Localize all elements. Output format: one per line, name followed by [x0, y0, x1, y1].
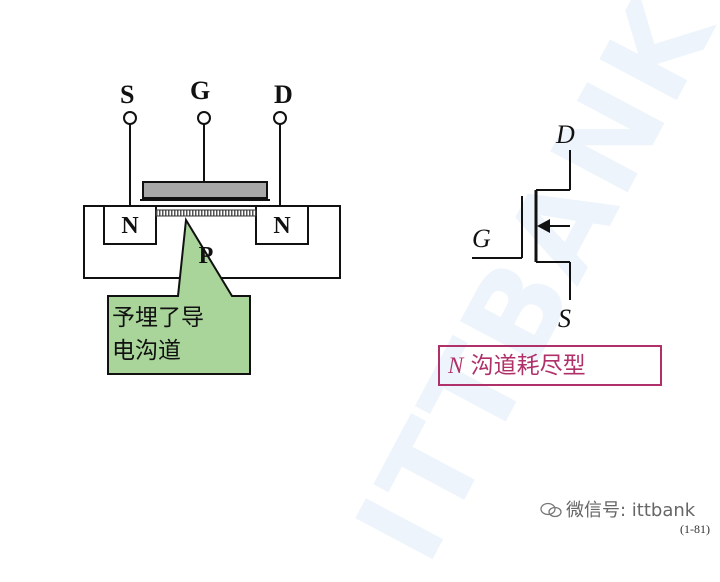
wechat-id: 微信号: ittbank [540, 496, 695, 522]
wechat-id-text: 微信号: ittbank [566, 500, 696, 521]
n-region-right-label: N [273, 213, 291, 239]
embedded-channel [155, 209, 257, 217]
symbol-gate-label: G [472, 224, 491, 253]
depletion-nmos-symbol [472, 150, 571, 300]
gate-terminal [197, 111, 211, 125]
type-label-n: N [448, 353, 464, 378]
wechat-icon [540, 502, 562, 518]
callout-line-1: 予埋了导 [112, 305, 204, 331]
gate-label: G [190, 76, 211, 105]
type-label-box: N 沟道耗尽型 [438, 345, 662, 386]
callout-text: 予埋了导 电沟道 [112, 302, 252, 368]
symbol-source-label: S [558, 304, 571, 333]
n-region-left-box [103, 205, 157, 245]
n-region-left-label: N [121, 213, 139, 239]
symbol-arrow-icon [537, 219, 550, 233]
drain-label: D [274, 80, 293, 109]
drain-terminal [273, 111, 287, 125]
source-label: S [120, 80, 135, 109]
substrate-label: P [198, 243, 214, 269]
callout-line-2: 电沟道 [112, 338, 181, 364]
callout-box [107, 216, 251, 375]
mosfet-structure-diagram [83, 111, 341, 375]
page-number: (1-81) [680, 522, 710, 536]
symbol-drain-label: D [556, 120, 575, 149]
n-region-right-box [255, 205, 309, 245]
type-label-text: 沟道耗尽型 [463, 353, 586, 379]
source-terminal [123, 111, 137, 125]
